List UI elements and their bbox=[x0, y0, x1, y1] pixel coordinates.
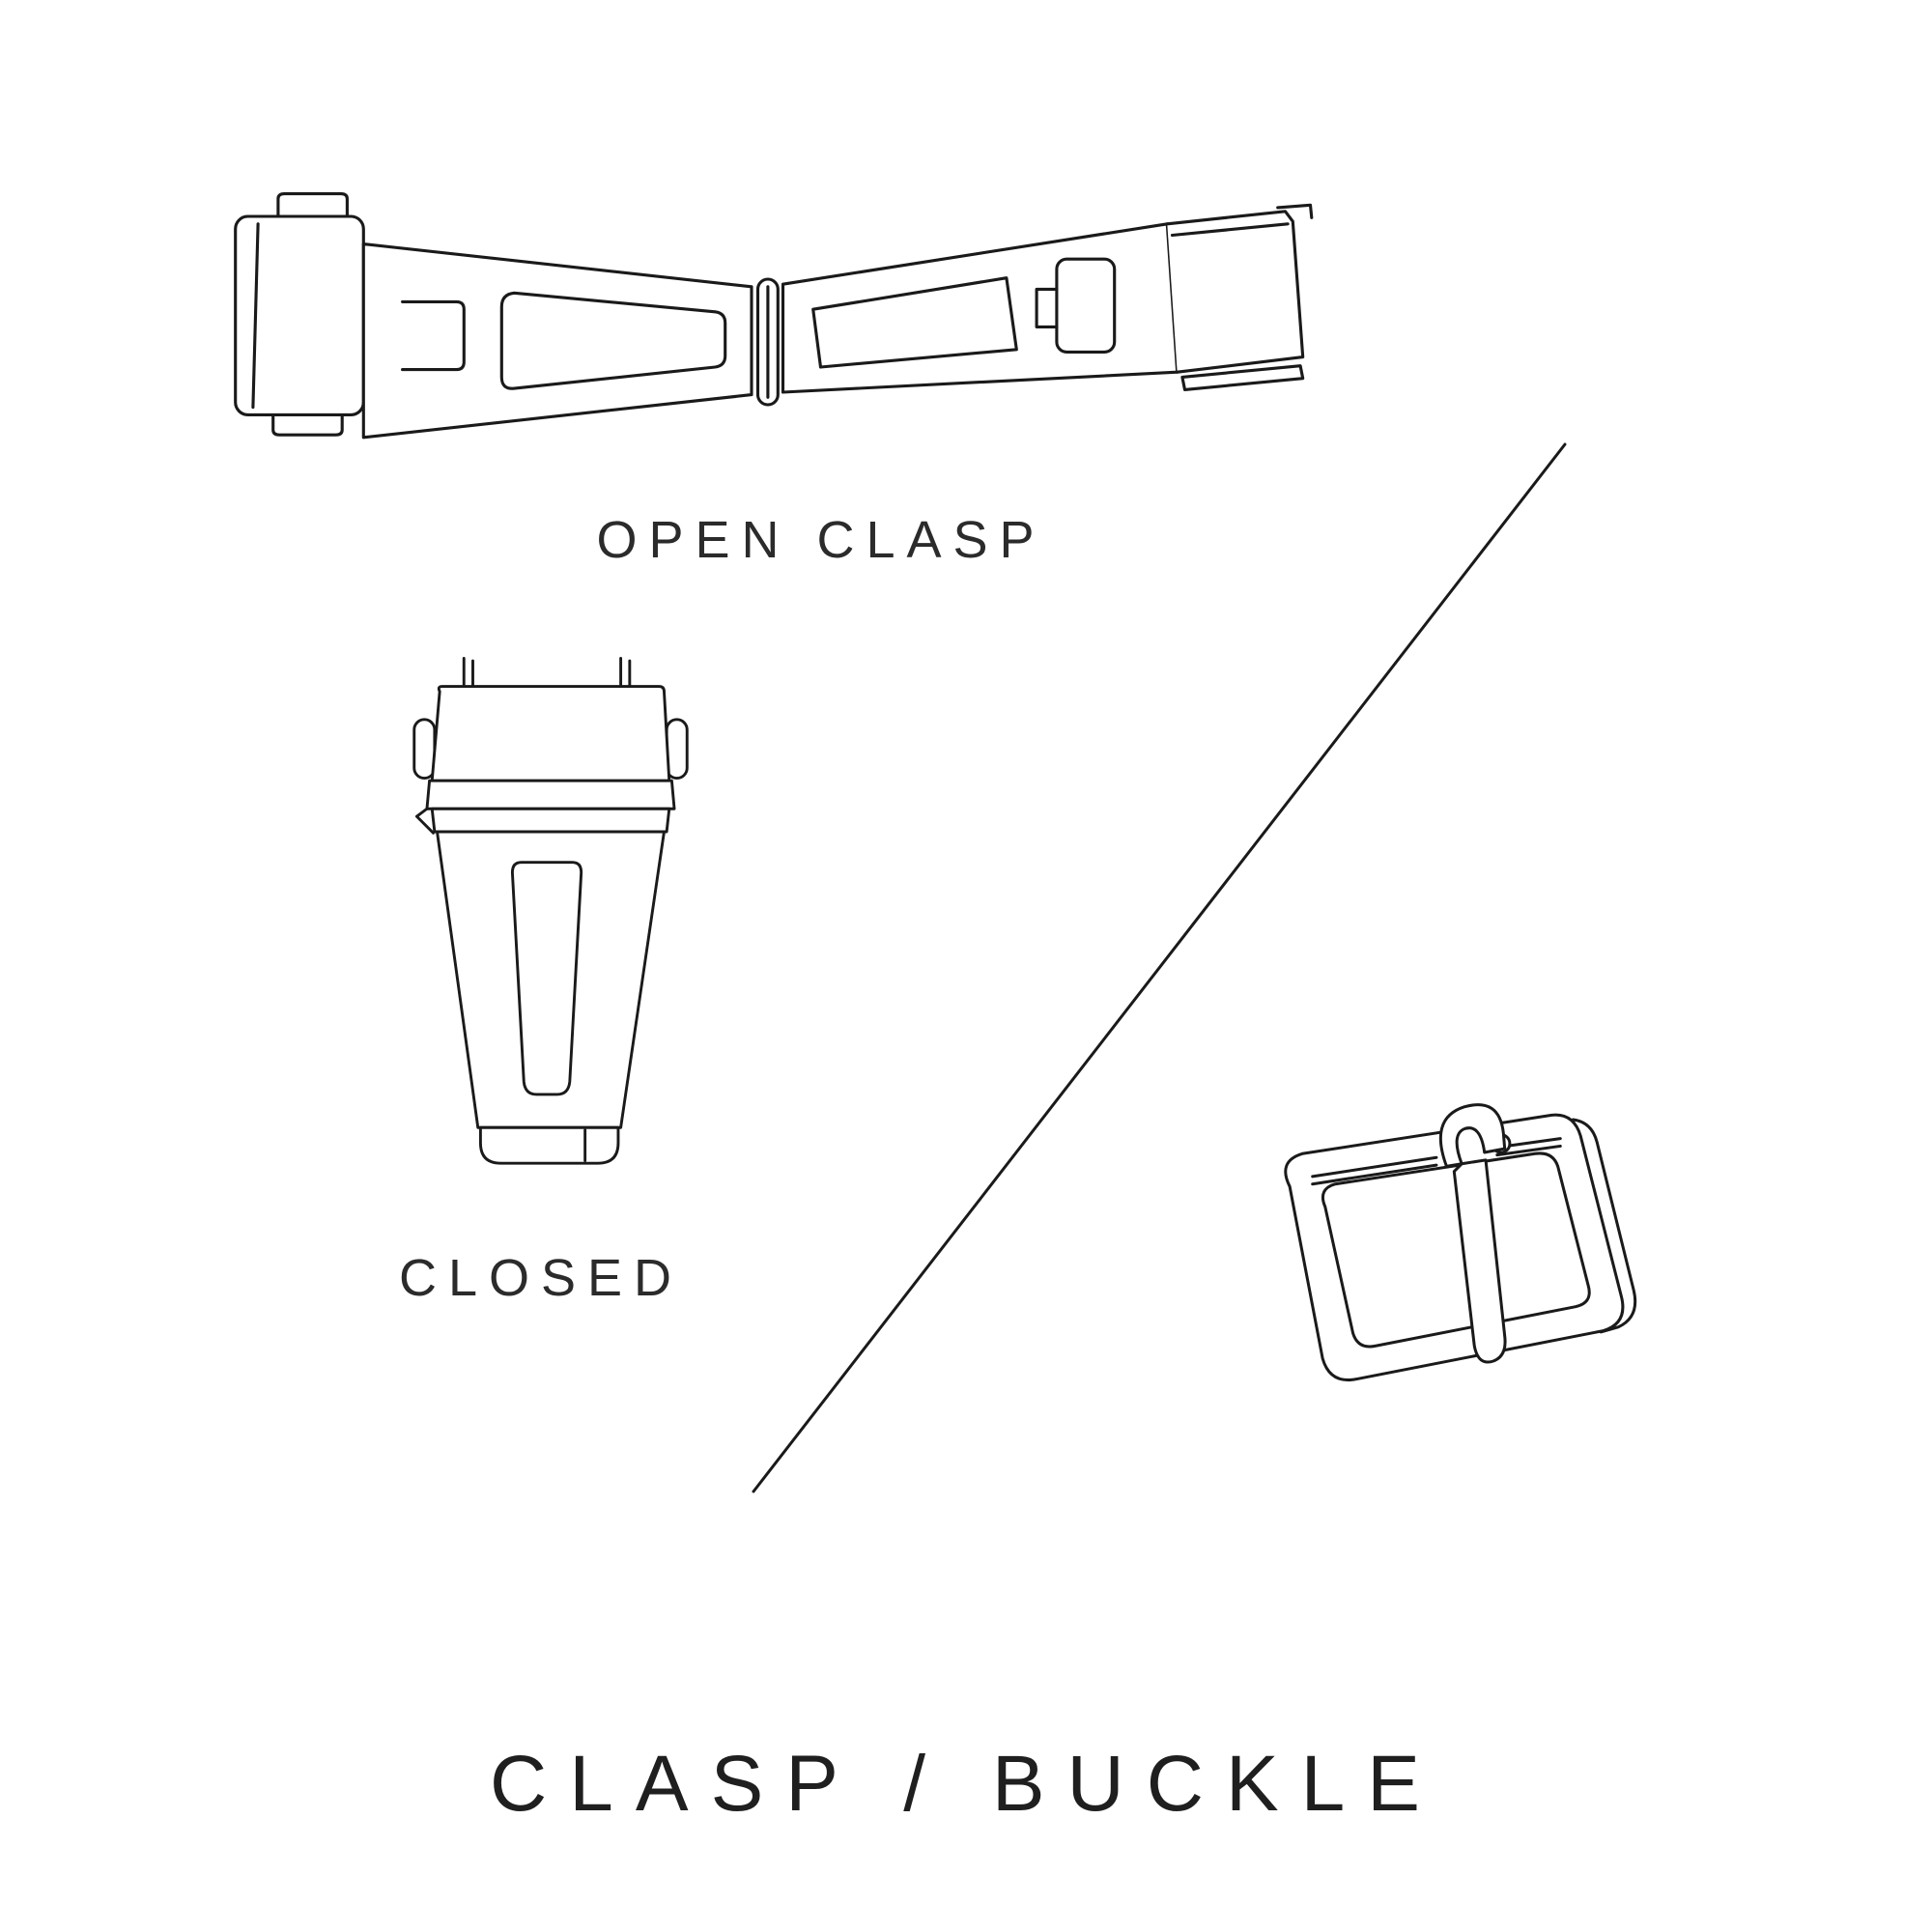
diagonal-divider-line bbox=[752, 442, 1567, 1493]
closed-clasp-body bbox=[436, 830, 666, 1129]
page-title: CLASP / BUCKLE bbox=[490, 1740, 1442, 1828]
divider-figure bbox=[744, 437, 1575, 1499]
open-clasp-right-end bbox=[1165, 210, 1305, 374]
closed-clasp-cover bbox=[430, 685, 671, 782]
tang-buckle-illustration bbox=[1284, 1103, 1637, 1381]
buckle-frame-thickness bbox=[1571, 1118, 1637, 1334]
closed-clasp-foot bbox=[478, 1125, 620, 1165]
open-clasp-figure bbox=[217, 179, 1323, 493]
open-clasp-left-top-tab bbox=[276, 192, 349, 221]
closed-clasp-prong-right bbox=[619, 657, 632, 691]
closed-clasp-prong-left bbox=[462, 657, 474, 691]
closed-clasp-figure bbox=[391, 653, 710, 1202]
closed-clasp-ear-left bbox=[412, 718, 437, 781]
closed-clasp-label: CLOSED bbox=[398, 1249, 684, 1307]
buckle-pin bbox=[1438, 1103, 1507, 1364]
open-clasp-catch bbox=[1055, 257, 1117, 354]
open-clasp-left-arm bbox=[361, 242, 753, 440]
closed-clasp-illustration bbox=[412, 657, 689, 1165]
open-clasp-illustration bbox=[234, 192, 1314, 440]
open-clasp-label: OPEN CLASP bbox=[596, 511, 1046, 569]
buckle-figure bbox=[1244, 1088, 1662, 1442]
buckle-window bbox=[1321, 1151, 1591, 1349]
open-clasp-right-arm bbox=[781, 222, 1179, 394]
open-clasp-left-bottom-tab bbox=[271, 412, 344, 437]
